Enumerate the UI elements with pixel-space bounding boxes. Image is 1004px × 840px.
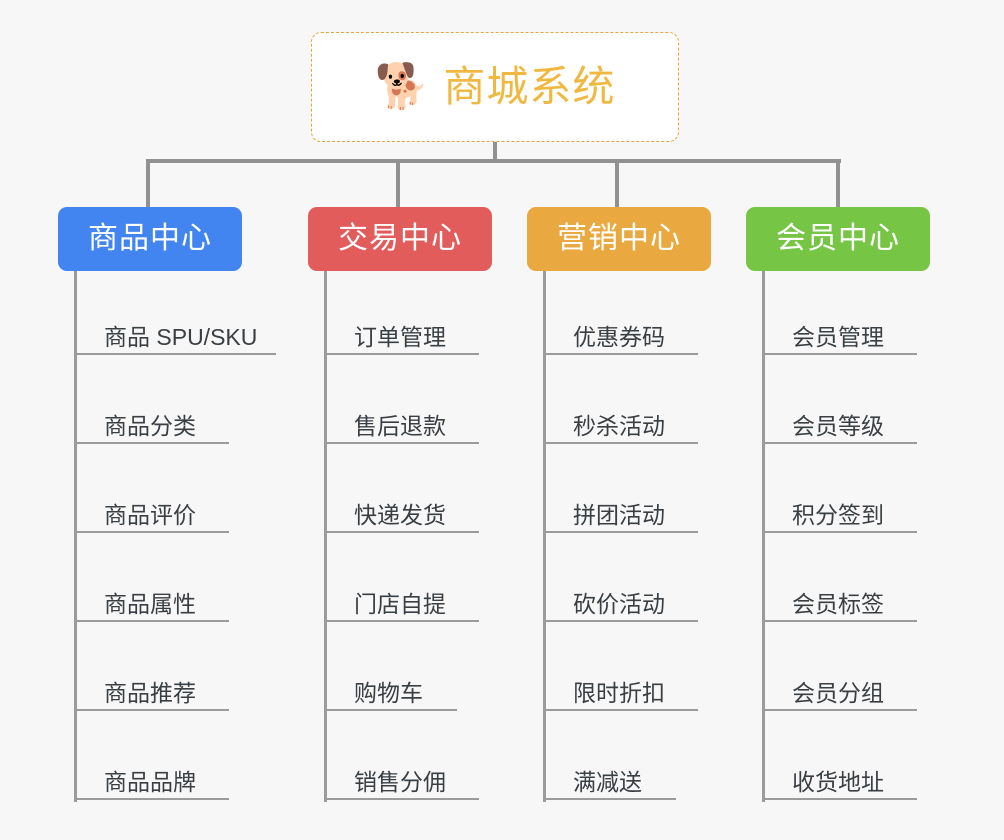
category-box-member-center[interactable]: 会员中心: [746, 207, 930, 271]
leaf-item-label: 秒杀活动: [573, 413, 665, 439]
leaf-item-underline: [74, 531, 229, 533]
leaf-item-underline: [74, 620, 229, 622]
leaf-item-underline: [543, 531, 698, 533]
leaf-item-underline: [74, 442, 229, 444]
category-box-trade-center[interactable]: 交易中心: [308, 207, 492, 271]
leaf-item-underline: [762, 353, 917, 355]
leaf-item-underline: [762, 709, 917, 711]
leaf-item-label: 会员等级: [792, 413, 884, 439]
leaf-item-label: 快递发货: [354, 502, 446, 528]
leaf-item-label: 售后退款: [354, 413, 446, 439]
leaf-item-label: 限时折扣: [573, 680, 665, 706]
leaf-item-label: 门店自提: [354, 591, 446, 617]
trunk-line-product-center: [74, 271, 77, 802]
leaf-item-underline: [762, 620, 917, 622]
leaf-item-label: 满减送: [573, 769, 642, 795]
leaf-item-underline: [543, 442, 698, 444]
leaf-item-underline: [324, 798, 479, 800]
shiba-dog-emoji: 🐕: [374, 62, 430, 111]
leaf-item-underline: [324, 531, 479, 533]
category-box-product-center[interactable]: 商品中心: [58, 207, 242, 271]
leaf-item-label: 商品品牌: [104, 769, 196, 795]
trunk-line-member-center: [762, 271, 765, 802]
trunk-line-trade-center: [324, 271, 327, 802]
leaf-item-underline: [762, 531, 917, 533]
leaf-item-label: 商品推荐: [104, 680, 196, 706]
connector-drop-marketing-center: [615, 159, 619, 207]
leaf-item-label: 砍价活动: [573, 591, 665, 617]
leaf-item-underline: [543, 798, 676, 800]
leaf-item-label: 优惠券码: [573, 324, 665, 350]
root-node[interactable]: 🐕 商城系统: [311, 32, 679, 142]
leaf-item-label: 商品属性: [104, 591, 196, 617]
connector-drop-trade-center: [396, 159, 400, 207]
leaf-item-underline: [324, 620, 479, 622]
leaf-item-underline: [543, 353, 698, 355]
leaf-item-underline: [74, 709, 229, 711]
leaf-item-label: 订单管理: [354, 324, 446, 350]
leaf-item-underline: [74, 798, 229, 800]
leaf-item-underline: [324, 709, 457, 711]
leaf-item-label: 会员分组: [792, 680, 884, 706]
connector-root-stem: [493, 142, 497, 162]
connector-drop-product-center: [146, 159, 150, 207]
connector-horizontal-bus: [150, 159, 841, 163]
leaf-item-label: 商品分类: [104, 413, 196, 439]
leaf-item-label: 商品 SPU/SKU: [104, 324, 258, 350]
leaf-item-underline: [762, 442, 917, 444]
category-label: 商品中心: [88, 222, 212, 255]
leaf-item-label: 商品评价: [104, 502, 196, 528]
leaf-item-label: 拼团活动: [573, 502, 665, 528]
leaf-item-underline: [74, 353, 276, 355]
leaf-item-label: 购物车: [354, 680, 423, 706]
leaf-item-label: 收货地址: [792, 769, 884, 795]
leaf-item-underline: [543, 709, 698, 711]
root-title: 商城系统: [443, 63, 616, 110]
category-label: 交易中心: [338, 222, 462, 255]
leaf-item-label: 积分签到: [792, 502, 884, 528]
leaf-item-label: 销售分佣: [354, 769, 446, 795]
leaf-item-underline: [762, 798, 917, 800]
leaf-item-underline: [324, 353, 479, 355]
category-box-marketing-center[interactable]: 营销中心: [527, 207, 711, 271]
leaf-item-label: 会员管理: [792, 324, 884, 350]
trunk-line-marketing-center: [543, 271, 546, 802]
leaf-item-underline: [543, 620, 698, 622]
connector-drop-member-center: [836, 159, 840, 207]
leaf-item-label: 会员标签: [792, 591, 884, 617]
category-label: 营销中心: [557, 222, 681, 255]
leaf-item-underline: [324, 442, 479, 444]
category-label: 会员中心: [776, 222, 900, 255]
